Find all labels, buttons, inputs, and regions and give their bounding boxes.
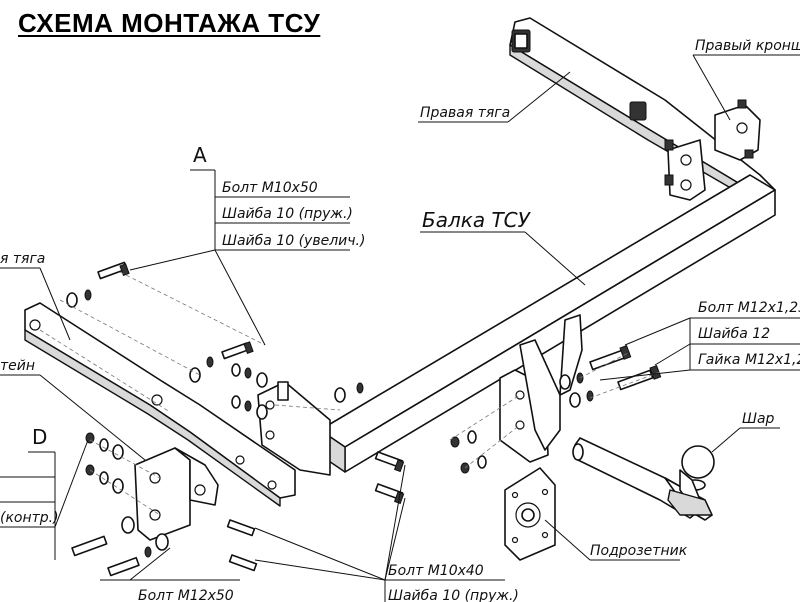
label-group-d: D [32,425,47,449]
label-right-rod: Правая тяга [420,105,510,121]
label-a-washer-spring: Шайба 10 (пруж.) [222,206,353,222]
label-beam: Балка ТСУ [422,208,532,232]
label-left-rod: я тяга [0,251,45,267]
label-a-bolt: Болт М10х50 [222,180,318,196]
label-bolt-m12x50: Болт М12х50 [138,588,234,602]
tow-beam [319,174,776,473]
tow-ball [572,437,715,521]
label-bolt-m10x40: Болт М10х40 [388,563,484,579]
label-group-a: A [193,143,207,167]
hitch-plate [499,314,583,463]
fasteners [66,261,662,577]
page-title: СХЕМА МОНТАЖА ТСУ [18,8,321,38]
label-a-washer-wide: Шайба 10 (увелич.) [222,233,365,249]
left-rod [24,302,296,507]
left-bracket [134,447,219,541]
label-r-washer: Шайба 12 [698,326,770,342]
label-socket-plate: Подрозетник [590,543,688,559]
leader-lines [0,54,800,602]
label-r-bolt: Болт М12х1,25х [698,300,800,316]
right-bracket [664,99,761,201]
label-bracket: тейн [0,358,35,374]
label-washer-spring-bottom: Шайба 10 (пруж.) [388,588,519,602]
label-d-contr: (контр.) [0,510,59,526]
assembly-guides [39,271,661,516]
label-r-nut: Гайка М12х1,25 [698,352,800,368]
label-right-bracket: Правый кронште [695,38,800,54]
socket-plate [504,467,556,561]
label-ball: Шар [742,411,775,427]
